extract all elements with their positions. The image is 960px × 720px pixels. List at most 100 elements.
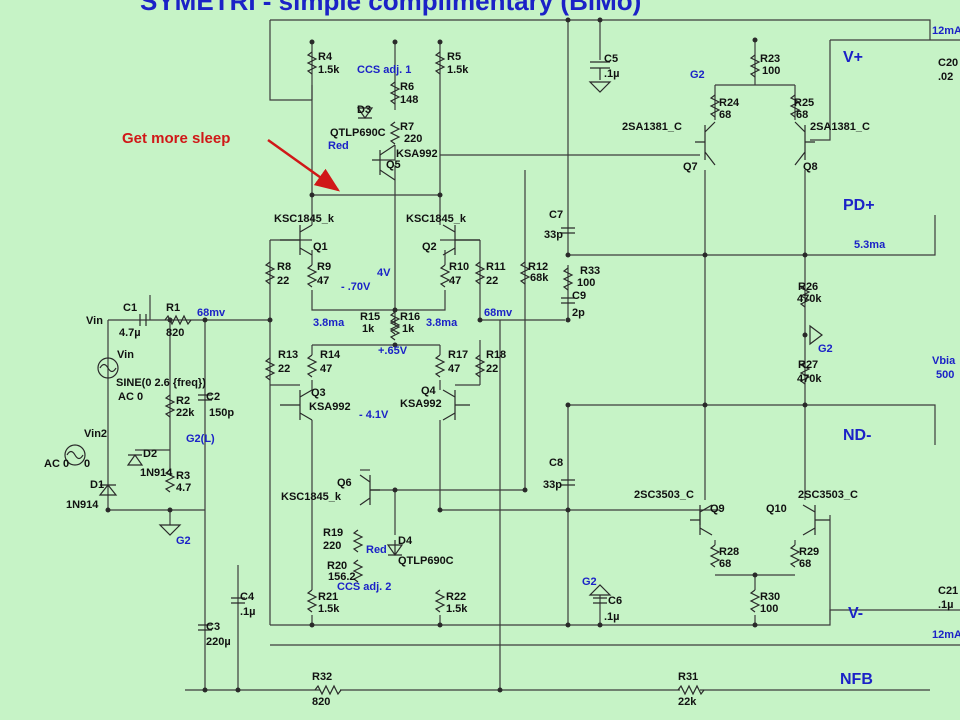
ground-g2-left: [158, 524, 182, 536]
edge-vbias: Vbia: [932, 355, 956, 367]
label-c5: C5: [604, 53, 618, 65]
resistor-r20: [352, 559, 364, 583]
label-r14: R14: [320, 349, 341, 361]
label-i38b: 3.8ma: [426, 317, 458, 329]
transistor-symbols: [280, 121, 830, 536]
label-q10t: 2SC3503_C: [798, 489, 858, 501]
label-g2a: G2: [690, 69, 705, 81]
label-r32: R32: [312, 671, 332, 683]
resistor-r1: [164, 314, 192, 326]
label-r14v: 47: [320, 363, 332, 375]
capacitor-c2: [198, 394, 212, 401]
label-q2: Q2: [422, 241, 437, 253]
label-r8v: 22: [277, 275, 289, 287]
label-r15v: 1k: [362, 323, 375, 335]
resistor-r11: [474, 261, 486, 285]
annotation: Get more sleep: [122, 130, 341, 192]
label-q5t: KSA992: [396, 148, 438, 160]
label-q4t: KSA992: [400, 398, 442, 410]
transistor-q3: [280, 389, 313, 421]
label-d3: D3: [357, 104, 371, 116]
label-c2: C2: [206, 391, 220, 403]
label-r13: R13: [278, 349, 298, 361]
resistor-r28: [709, 544, 721, 568]
label-r17v: 47: [448, 363, 460, 375]
resistor-r17: [434, 354, 446, 378]
label-q4: Q4: [421, 385, 437, 397]
label-m68a: 68mv: [197, 307, 226, 319]
label-r19: R19: [323, 527, 343, 539]
transistor-q4: [442, 389, 470, 421]
label-c9: C9: [572, 290, 586, 302]
resistor-r29: [789, 544, 801, 568]
label-r28v: 68: [719, 558, 731, 570]
label-vp65: +.65V: [378, 345, 408, 357]
label-q3: Q3: [311, 387, 326, 399]
rail-labels: V+ PD+ ND- V- NFB: [840, 49, 875, 688]
label-r29v: 68: [799, 558, 811, 570]
resistor-r30: [749, 589, 761, 613]
label-r12v: 68k: [530, 272, 549, 284]
diode-and-source-symbols: [64, 81, 823, 596]
label-q8: Q8: [803, 161, 818, 173]
label-r17: R17: [448, 349, 468, 361]
label-r22: R22: [446, 591, 466, 603]
label-c6: C6: [608, 595, 622, 607]
label-r26: R26: [798, 281, 818, 293]
label-g2c: G2: [176, 535, 191, 547]
label-r7v: 220: [404, 133, 422, 145]
transistor-q10: [802, 504, 830, 536]
label-m68b: 68mv: [484, 307, 513, 319]
label-r3: R3: [176, 470, 190, 482]
label-r16v: 1k: [402, 323, 415, 335]
label-q5: Q5: [386, 159, 401, 171]
transistor-q1: [280, 224, 313, 256]
label-c2v: 150p: [209, 407, 234, 419]
label-q7: Q7: [683, 161, 698, 173]
label-r26v: 470k: [797, 293, 822, 305]
label-r5: R5: [447, 51, 461, 63]
resistor-r10: [439, 264, 451, 288]
ground-g2-right: [809, 324, 823, 346]
led-d3: [356, 107, 374, 120]
resistor-r14: [306, 354, 318, 378]
label-r15: R15: [360, 311, 380, 323]
resistor-r26: [799, 284, 811, 308]
resistor-r13: [264, 357, 276, 381]
diode-d1: [98, 484, 118, 496]
resistor-r23: [749, 54, 761, 78]
capacitor-c1: [139, 314, 147, 326]
label-r6v: 148: [400, 94, 418, 106]
annotation-text: Get more sleep: [122, 130, 230, 147]
label-r21: R21: [318, 591, 338, 603]
capacitor-symbols: [139, 61, 610, 631]
resistor-r4: [306, 51, 318, 75]
label-ac0b: AC 0: [44, 458, 69, 470]
label-r27: R27: [798, 359, 818, 371]
edge-labels: 12mA C20 .02 Vbia 500 C21 .1µ 12mA: [932, 25, 960, 641]
label-c3: C3: [206, 621, 220, 633]
label-r24v: 68: [719, 109, 731, 121]
resistor-r27: [799, 361, 811, 385]
label-d1: D1: [90, 479, 104, 491]
label-r8: R8: [277, 261, 291, 273]
label-q9t: 2SC3503_C: [634, 489, 694, 501]
resistor-r19: [352, 529, 364, 553]
label-r18v: 22: [486, 363, 498, 375]
capacitor-c9: [561, 297, 575, 304]
edge-current-top: 12mA: [932, 25, 960, 37]
transistor-q9: [690, 504, 713, 536]
label-c4: C4: [240, 591, 255, 603]
label-r6: R6: [400, 81, 414, 93]
rail-vminus: V-: [848, 605, 863, 622]
label-sine: SINE(0 2.6 {freq}): [116, 377, 206, 389]
edge-cap-bottom: C21: [938, 585, 958, 597]
label-r33: R33: [580, 265, 600, 277]
label-r23v: 100: [762, 65, 780, 77]
label-q10: Q10: [766, 503, 787, 515]
diode-d2: [126, 453, 144, 466]
resistor-r2: [164, 394, 176, 418]
edge-vbias-value: 500: [936, 369, 954, 381]
